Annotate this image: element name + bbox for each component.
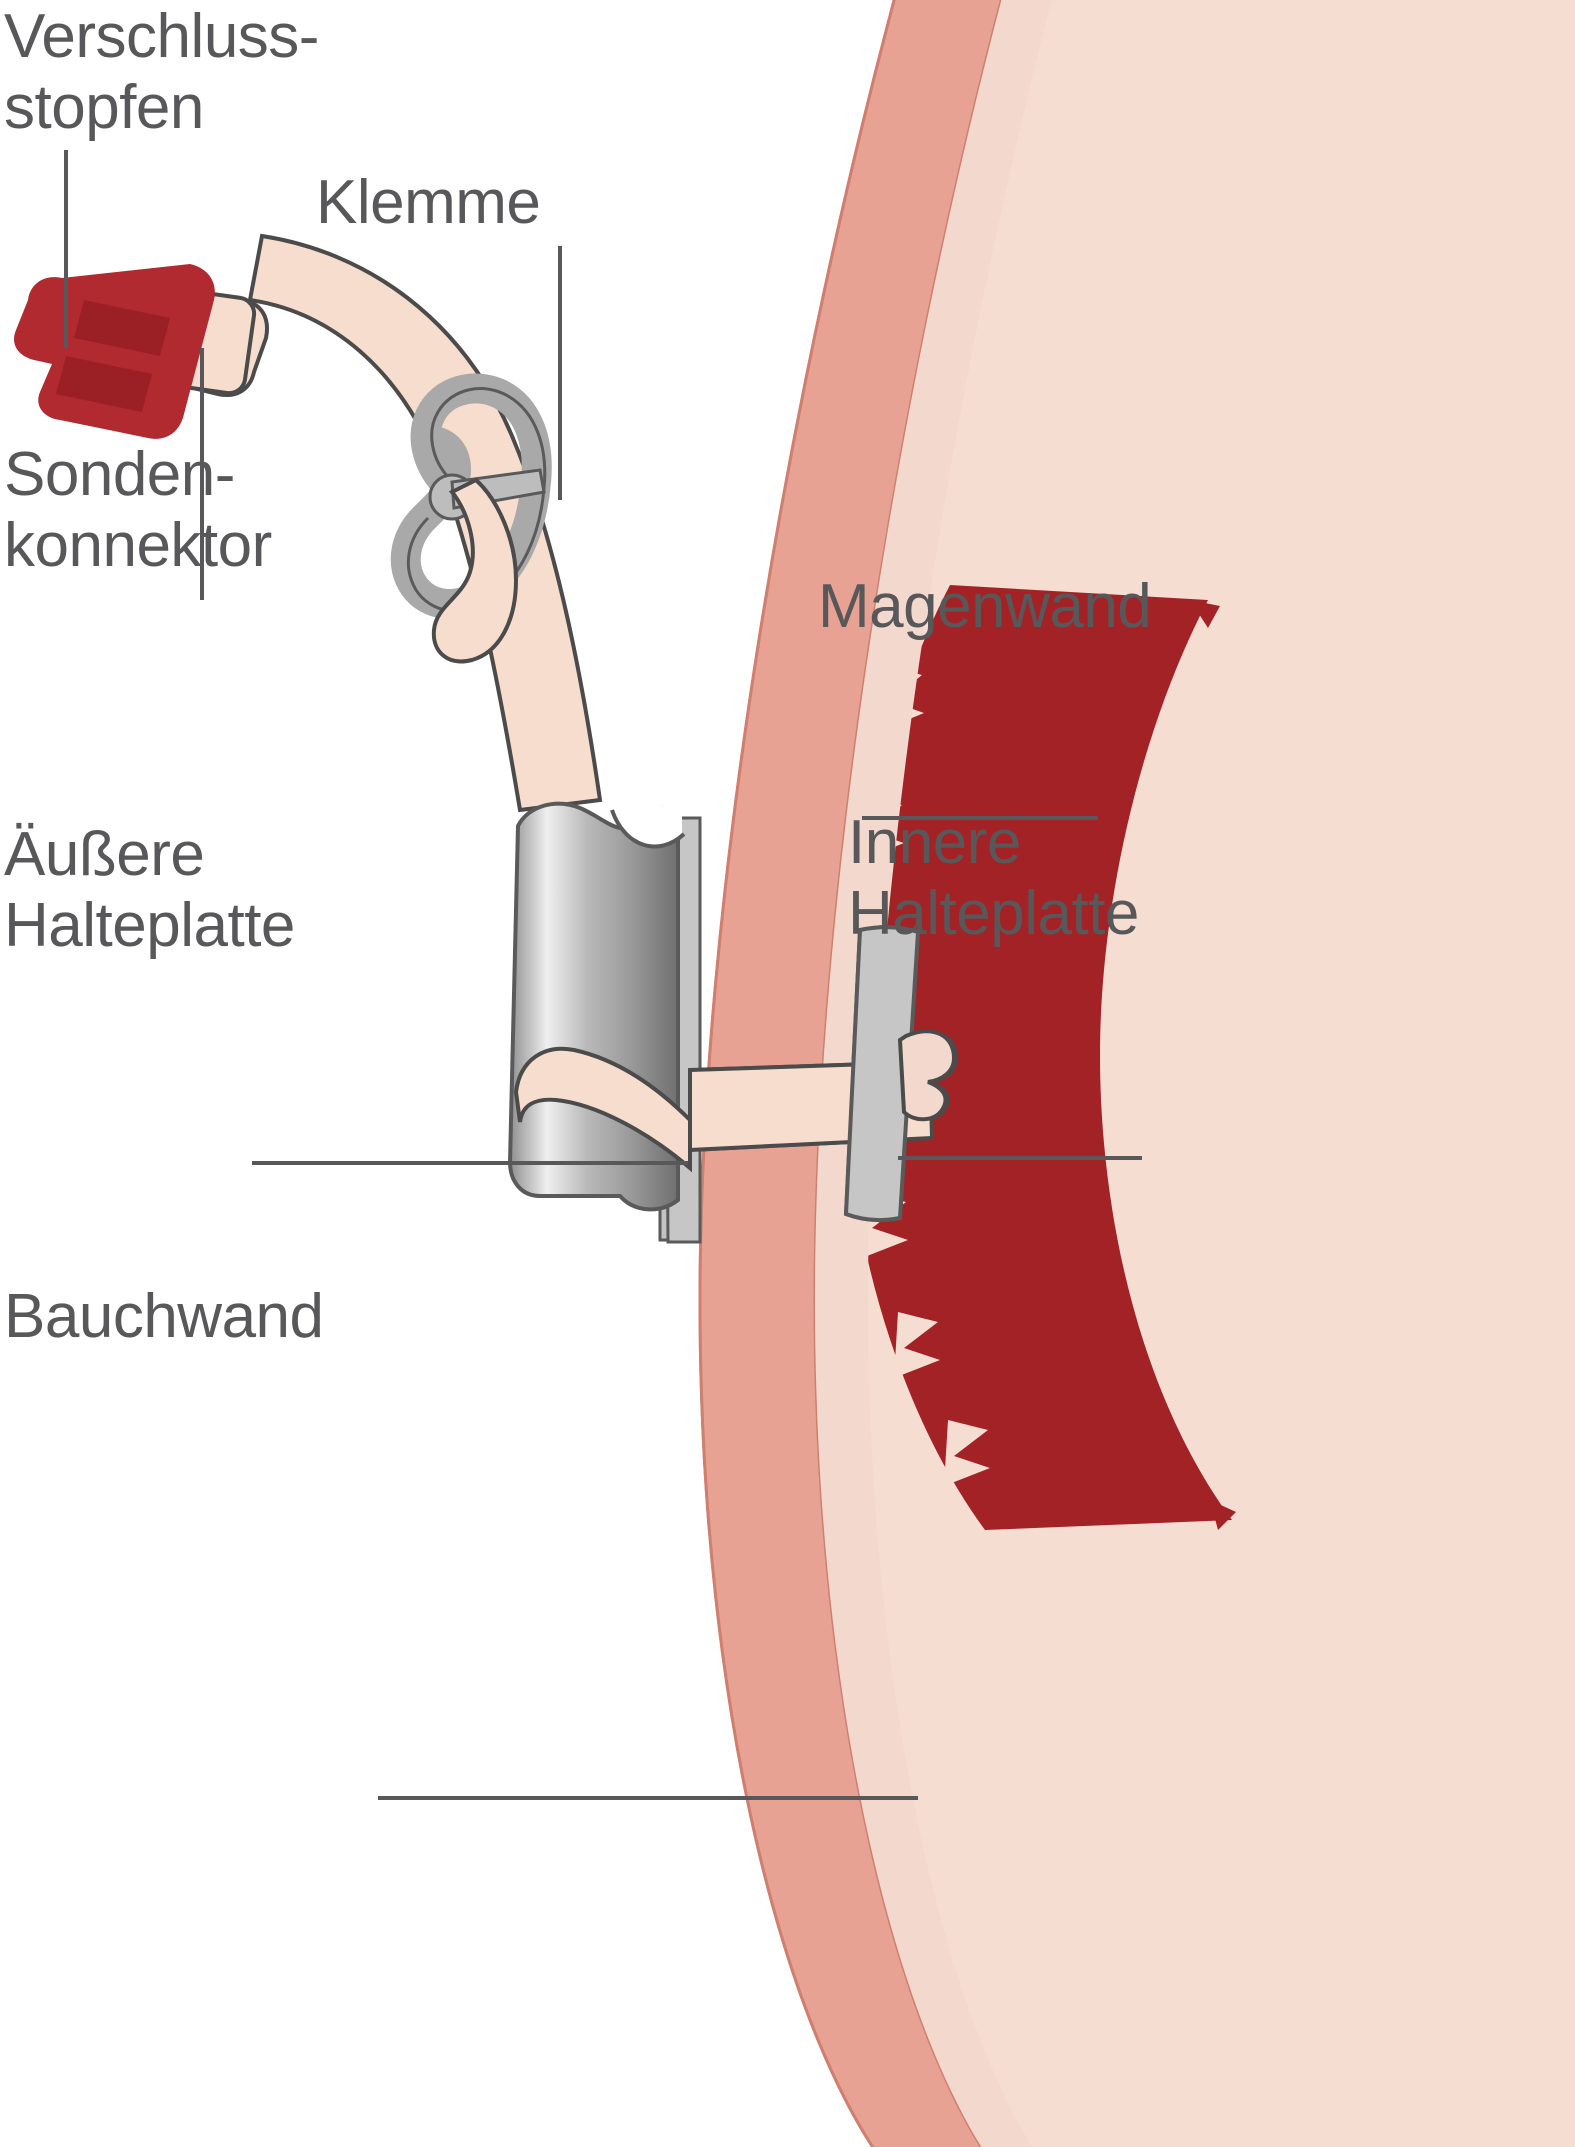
label-aeussere-halteplatte-line2: Halteplatte — [4, 890, 295, 960]
label-aeussere-halteplatte-line1: Äußere — [4, 820, 205, 889]
fixation-sleeve — [507, 801, 680, 1212]
label-magenwand: Magenwand — [818, 572, 1152, 643]
feeding-tube-proximal — [247, 233, 603, 813]
abdominal-wall-inner-lining-2 — [815, 0, 1052, 2147]
feeding-tube-through-clamp — [431, 477, 519, 664]
label-verschlussstopfen-line1: Verschluss- — [4, 2, 319, 71]
label-verschlussstopfen-line2: stopfen — [4, 72, 204, 142]
closure-plug — [14, 264, 215, 439]
label-sondenkonnektor-line2: konnektor — [4, 510, 272, 580]
label-sondenkonnektor-line1: Sonden- — [4, 440, 235, 509]
label-magenwand-line1: Magenwand — [818, 572, 1152, 641]
leader-lines — [64, 150, 1142, 1800]
closure-plug-rib-top — [74, 300, 170, 356]
fixation-sleeve-notch — [610, 806, 682, 847]
closure-plug-rib-bottom — [56, 356, 152, 412]
label-bauchwand-line1: Bauchwand — [4, 1282, 324, 1351]
stomach-wall-arc — [843, 585, 1232, 1530]
fixation-sleeve-notch-edge — [610, 809, 686, 849]
label-innere-halteplatte-line1: Innere — [848, 808, 1021, 877]
label-klemme-line1: Klemme — [316, 168, 541, 237]
feeding-tube-internal-tip-front — [897, 1029, 957, 1122]
stomach-wall-outer-jags — [1190, 600, 1236, 1530]
label-verschlussstopfen: Verschluss-stopfen — [4, 2, 319, 143]
label-bauchwand: Bauchwand — [4, 1282, 324, 1353]
label-sondenkonnektor: Sonden-konnektor — [4, 440, 272, 581]
label-innere-halteplatte-line2: Halteplatte — [848, 878, 1139, 948]
label-klemme: Klemme — [316, 168, 541, 239]
inner-retention-plate-front — [843, 925, 921, 1223]
